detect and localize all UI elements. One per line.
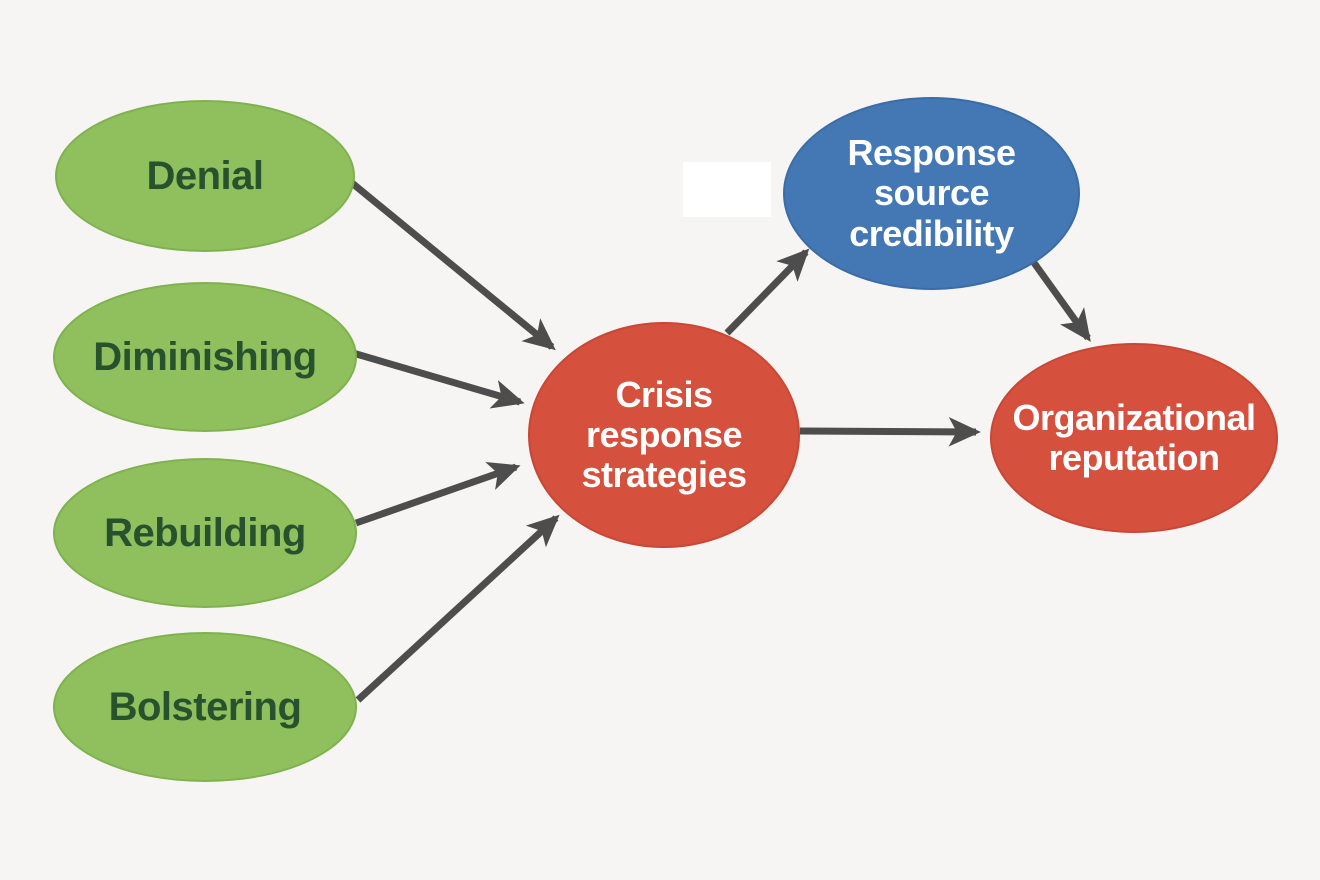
edge-diminishing-to-crisis [352, 349, 525, 409]
background-white-patch [683, 162, 771, 217]
node-organizational-reputation: Organizational reputation [990, 343, 1278, 533]
node-denial: Denial [55, 100, 355, 252]
node-bolstering-label: Bolstering [108, 684, 302, 729]
node-diminishing: Diminishing [53, 282, 357, 432]
node-crisis-label: Crisis response strategies [581, 373, 747, 496]
node-diminishing-label: Diminishing [93, 334, 317, 379]
edge-credibility-to-reputation [1029, 257, 1091, 342]
edge-crisis-to-credibility [724, 248, 810, 336]
edge-bolstering-to-crisis [355, 514, 560, 703]
node-rebuilding: Rebuilding [53, 458, 357, 608]
node-crisis-response-strategies: Crisis response strategies [528, 322, 800, 548]
edge-rebuilding-to-crisis [354, 462, 521, 527]
edge-crisis-to-reputation [799, 417, 981, 447]
node-response-source-credibility: Response source credibility [783, 97, 1080, 290]
node-credibility-label: Response source credibility [847, 132, 1016, 254]
node-reputation-label: Organizational reputation [1012, 396, 1256, 478]
node-rebuilding-label: Rebuilding [104, 510, 306, 555]
node-denial-label: Denial [146, 153, 264, 198]
node-bolstering: Bolstering [53, 632, 357, 782]
edge-denial-to-crisis [349, 180, 556, 351]
